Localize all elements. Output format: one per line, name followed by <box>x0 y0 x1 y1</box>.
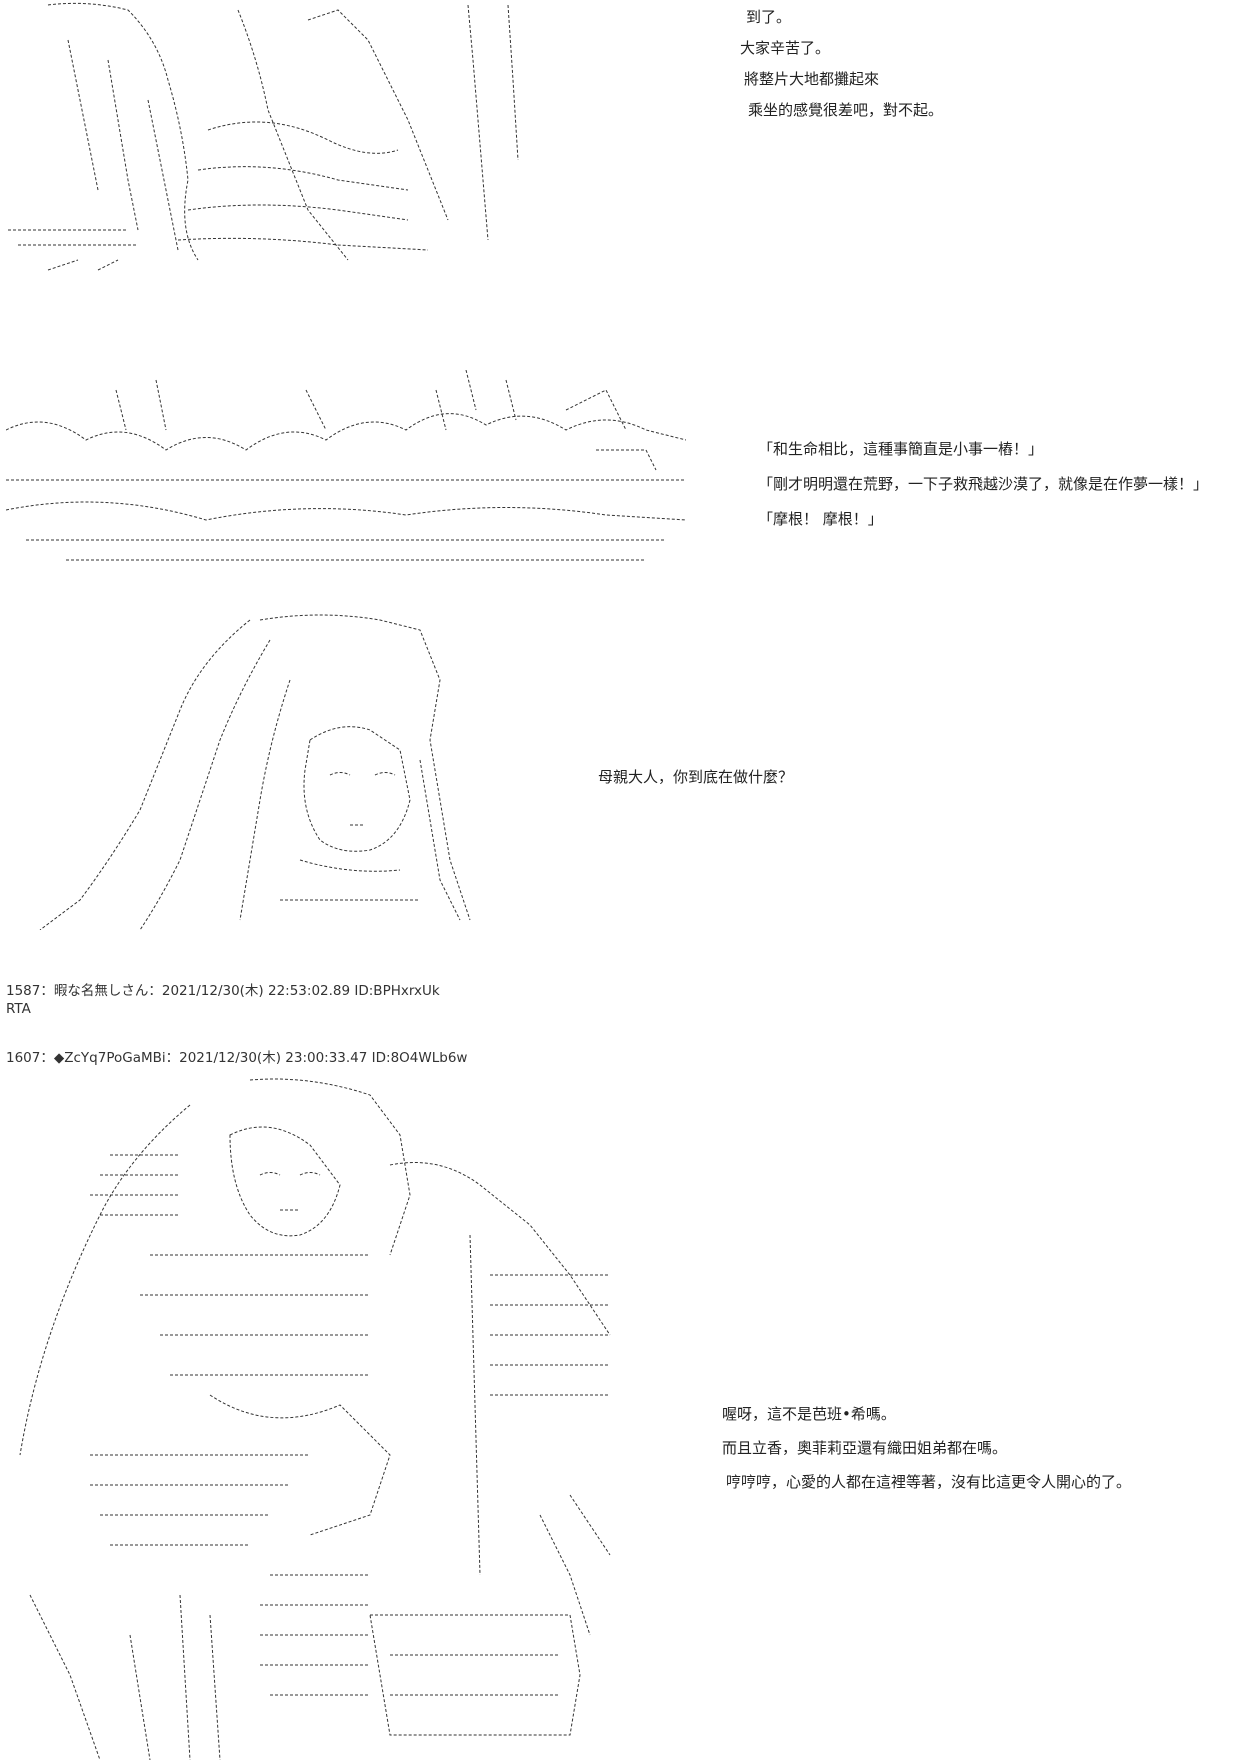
dialogue-line: 「和生命相比，這種事簡直是小事一樁！」 <box>758 440 1044 458</box>
ascii-art-crowd-cheering <box>6 370 686 575</box>
panel-4-dialogue: 喔呀，這不是芭班•希嗎。 而且立香，奧菲莉亞還有織田姐弟都在嗎。 哼哼哼，心愛的… <box>722 1397 1131 1499</box>
post-header: 1607：◆ZcYq7PoGaMBi：2021/12/30(木) 23:00:3… <box>6 1050 468 1066</box>
panel-1-dialogue: 到了。 大家辛苦了。 將整片大地都攤起來 乘坐的感覺很差吧，對不起。 <box>740 2 943 126</box>
dialogue-line: 「剛才明明還在荒野，一下子救飛越沙漠了，就像是在作夢一樣！」 <box>758 475 1209 493</box>
panel-2-dialogue: 「和生命相比，這種事簡直是小事一樁！」 「剛才明明還在荒野，一下子救飛越沙漠了，… <box>758 432 1208 537</box>
dialogue-line: 「摩根！ 摩根！」 <box>758 510 883 528</box>
ascii-art-rider-arms-raised <box>8 0 523 280</box>
post-header: 1587：暇な名無しさん：2021/12/30(木) 22:53:02.89 I… <box>6 983 440 999</box>
ascii-art-long-hair-girl <box>20 600 490 930</box>
dialogue-line: 乘坐的感覺很差吧，對不起。 <box>748 101 944 119</box>
dialogue-line: 哼哼哼，心愛的人都在這裡等著，沒有比這更令人開心的了。 <box>726 1473 1132 1491</box>
dialogue-line: 而且立香，奧菲莉亞還有織田姐弟都在嗎。 <box>722 1439 1008 1457</box>
ascii-art-armored-woman <box>10 1075 620 1760</box>
dialogue-line: 到了。 <box>746 8 792 26</box>
dialogue-line: 喔呀，這不是芭班•希嗎。 <box>722 1405 896 1423</box>
dialogue-line: 將整片大地都攤起來 <box>744 70 880 88</box>
dialogue-line: 母親大人，你到底在做什麼？ <box>598 768 794 786</box>
panel-3-dialogue: 母親大人，你到底在做什麼？ <box>598 768 793 786</box>
dialogue-line: 大家辛苦了。 <box>740 39 831 57</box>
post-body: RTA <box>6 1001 31 1017</box>
